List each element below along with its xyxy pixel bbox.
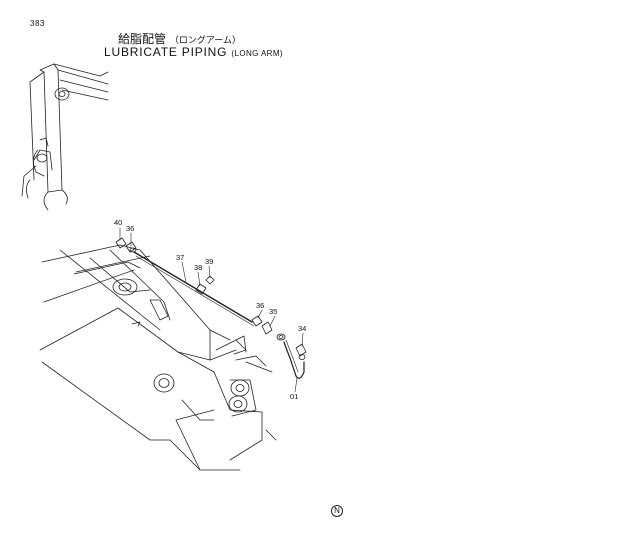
title-english-sub: (LONG ARM) [231,49,283,58]
leader-lines [119,227,304,393]
title-japanese-sub: （ロングアーム） [169,36,242,46]
callout-36-left: 36 [126,224,134,233]
title-japanese-main: 給脂配管 [118,32,167,46]
grease-pipe [133,251,255,327]
callout-39: 39 [205,257,213,266]
inset-arm-overview [21,63,109,211]
callout-37: 37 [176,253,184,262]
page-number: 383 [30,19,45,28]
footer-circle-mark: N [331,505,343,517]
callout-34: 34 [298,324,306,333]
title-english-main: LUBRICATE PIPING [104,45,228,59]
callout-01: 01 [290,392,298,401]
callout-38: 38 [194,263,202,272]
callout-labels: 40 36 37 38 39 36 35 34 01 [114,218,306,401]
callout-36-right: 36 [256,301,264,310]
callout-40: 40 [114,218,122,227]
fittings [115,237,307,379]
arm-body [39,244,277,471]
callout-35: 35 [269,307,277,316]
title-english: LUBRICATE PIPING (LONG ARM) [104,45,283,59]
title-japanese: 給脂配管 （ロングアーム） [118,30,241,47]
